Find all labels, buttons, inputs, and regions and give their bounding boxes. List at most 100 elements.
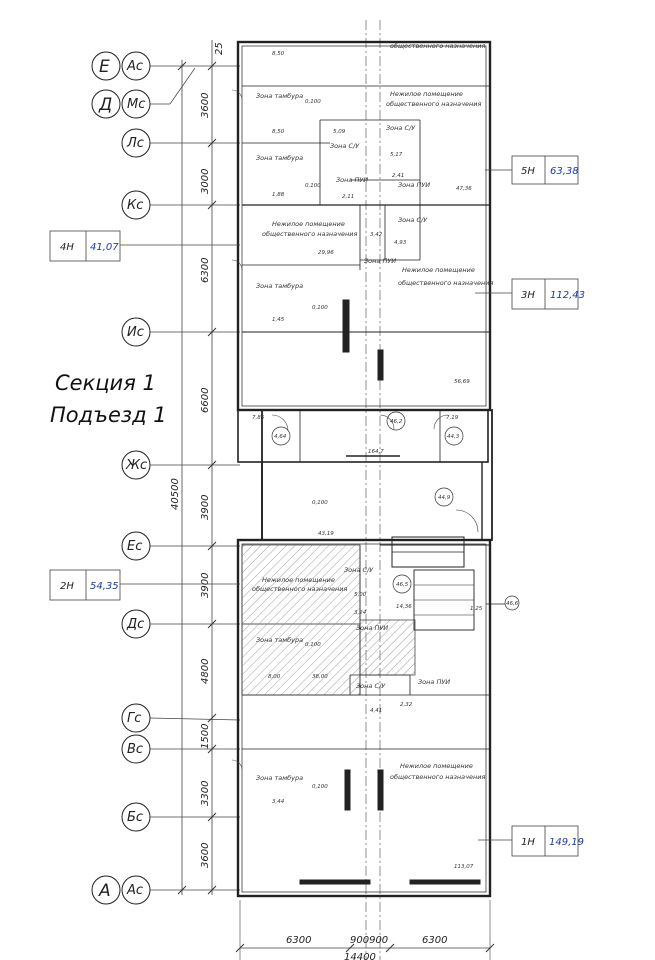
axis-dc: Дс	[121, 609, 240, 639]
room-area: 29,96	[318, 250, 334, 256]
room-labels: 8,50 общественного назначения Зона тамбу…	[252, 42, 519, 870]
unit-tag-1h: 1H 149,19	[478, 825, 584, 857]
dim-h-total: 14400	[344, 952, 376, 960]
room-name: Нежилое помещение	[262, 576, 335, 584]
unit-id: 3H	[521, 290, 535, 301]
lobby-markers	[271, 411, 520, 611]
axis-label-bc: Бс	[127, 810, 143, 825]
room-name: Зона тамбура	[256, 774, 303, 782]
dim-3600-top: 3600	[200, 93, 211, 118]
room-area: 0,100	[312, 500, 328, 506]
axis-label-ec: Ес	[127, 539, 142, 554]
room-area: 1,45	[272, 317, 285, 323]
unit-tag-4h: 4H 41,07	[49, 230, 240, 262]
room-name: Зона тамбура	[256, 92, 303, 100]
unit-2h-hatched-annex	[359, 619, 416, 676]
room-name: Нежилое помещение	[402, 266, 475, 274]
unit-tags: 5H 63,38 4H 41,07 3H 112,43 2H 54,35	[49, 155, 585, 857]
axis-ec: Ес	[121, 531, 240, 561]
room-name: Зона тамбура	[256, 636, 303, 644]
dim-h-mid: 900900	[350, 935, 388, 946]
unit-id: 2H	[60, 581, 74, 592]
room-name: Зона ПУИ	[418, 678, 450, 686]
unit-area: 112,43	[550, 290, 585, 301]
dim-h-left: 6300	[286, 935, 311, 946]
axis-label-d: Д	[98, 95, 112, 115]
room-area: 4,93	[394, 240, 407, 246]
axis-label-kc: Кс	[127, 198, 143, 213]
room-area: 2,41	[392, 173, 404, 179]
room-area: 0,100	[312, 305, 328, 311]
room-name: общественного назначения	[262, 230, 357, 238]
unit-tag-5h: 5H 63,38	[485, 155, 579, 185]
unit-area: 54,35	[90, 581, 119, 592]
building-walls	[236, 20, 505, 960]
room-area: 4,64	[274, 434, 287, 440]
room-area: 8,50	[272, 129, 285, 135]
axis-label-mc: Мс	[127, 97, 145, 112]
dim-3300: 3300	[200, 781, 211, 806]
vertical-dimension-chain: 3600 3000 6300 6600 3900 3900 4800 1500 …	[170, 40, 225, 895]
dim-4800: 4800	[200, 659, 211, 684]
axis-label-ac-bottom: Ас	[126, 883, 143, 898]
room-area: 44,3	[447, 434, 460, 440]
room-area: 5,09	[333, 129, 346, 135]
axis-d-mc: Д Мс	[91, 67, 196, 119]
axis-e-ac: Е Ас	[91, 51, 240, 81]
room-name: Зона С/У	[330, 142, 360, 150]
room-area: 43,19	[318, 531, 334, 537]
axis-kc: Кс	[121, 190, 240, 220]
dim-1500: 1500	[200, 724, 211, 749]
dim-3900-a: 3900	[200, 495, 211, 520]
room-area: 44,9	[438, 495, 451, 501]
axis-label-ic: Ис	[127, 325, 144, 340]
room-area: 1,25	[470, 606, 483, 612]
room-name: Нежилое помещение	[390, 90, 463, 98]
room-area: 8,00	[268, 674, 281, 680]
room-name: общественного назначения	[252, 585, 347, 593]
room-area: 5,17	[390, 152, 403, 158]
unit-area: 41,07	[90, 242, 119, 253]
unit-tag-2h: 2H 54,35	[49, 569, 240, 601]
axis-label-a: А	[98, 881, 111, 901]
door-swings	[231, 89, 479, 771]
room-name: общественного назначения	[390, 42, 485, 50]
axis-lc: Лс	[121, 128, 240, 158]
room-name: Зона С/У	[398, 216, 428, 224]
room-name: Зона ПУИ	[398, 181, 430, 189]
unit-tag-3h: 3H 112,43	[475, 278, 585, 310]
unit-id: 5H	[521, 166, 535, 177]
room-area: 3,42	[370, 232, 383, 238]
room-area: 14,36	[396, 604, 412, 610]
room-name: Зона ПУИ	[356, 624, 388, 632]
room-area: 7,86	[252, 415, 265, 421]
room-name: общественного назначения	[386, 100, 481, 108]
room-area: 47,36	[456, 186, 472, 192]
dim-3000: 3000	[200, 169, 211, 194]
room-area: 1,88	[272, 192, 285, 198]
room-area: 38,00	[312, 674, 328, 680]
dim-3900-b: 3900	[200, 573, 211, 598]
axis-zhc: Жс	[121, 450, 240, 480]
entrance-title: Подъезд 1	[50, 403, 167, 427]
axis-ic: Ис	[121, 317, 240, 347]
axis-label-e: Е	[99, 57, 110, 77]
room-area: 4,41	[370, 708, 382, 714]
room-name: общественного назначения	[390, 773, 485, 781]
room-area: 2,11	[342, 194, 354, 200]
dim-overall: 40500	[170, 478, 181, 510]
axis-a-ac: А Ас	[91, 875, 240, 905]
room-area: 0,100	[312, 784, 328, 790]
room-area: 46,2	[390, 419, 403, 425]
room-name: Нежилое помещение	[400, 762, 473, 770]
room-area: 0,100	[305, 642, 321, 648]
room-area: 113,07	[454, 864, 474, 870]
room-area: 3,44	[272, 799, 285, 805]
room-name: Зона тамбура	[256, 154, 303, 162]
room-area: 7,19	[446, 415, 459, 421]
room-name: Зона С/У	[344, 566, 374, 574]
horizontal-dimension-chain: 6300 900900 6300 14400	[235, 900, 495, 960]
dim-3600-bottom: 3600	[200, 843, 211, 868]
room-area: 3,24	[354, 610, 367, 616]
